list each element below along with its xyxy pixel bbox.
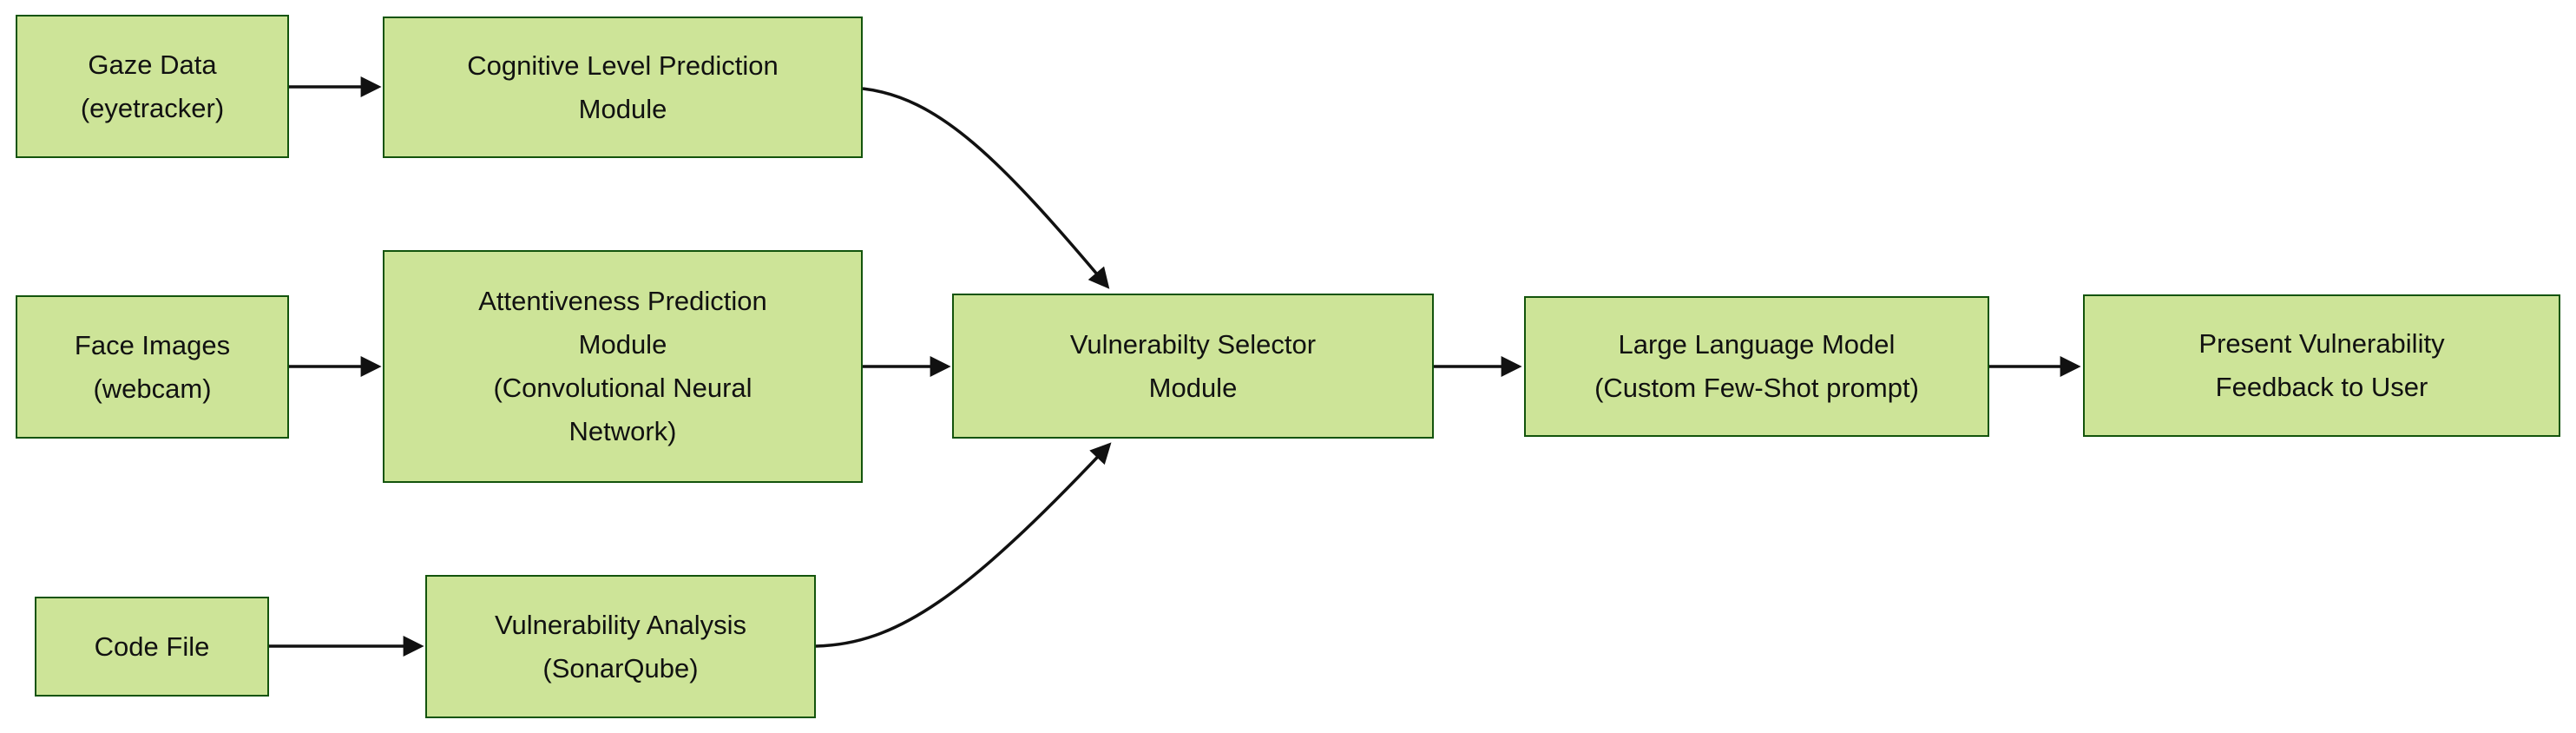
node-cognitive-level-prediction-module: Cognitive Level Prediction Module — [383, 17, 863, 158]
node-large-language-model: Large Language Model (Custom Few-Shot pr… — [1524, 296, 1989, 437]
node-vulnerability-analysis: Vulnerability Analysis (SonarQube) — [425, 575, 816, 718]
node-gaze-data: Gaze Data (eyetracker) — [16, 15, 289, 158]
node-vulnerability-selector-module: Vulnerabilty Selector Module — [952, 294, 1434, 439]
edge-cognitive-to-selector — [862, 87, 1110, 289]
node-attentiveness-prediction-module: Attentiveness Prediction Module (Convolu… — [383, 250, 863, 483]
node-face-images: Face Images (webcam) — [16, 295, 289, 439]
node-present-vulnerability-feedback: Present Vulnerability Feedback to User — [2083, 294, 2560, 437]
node-code-file: Code File — [35, 597, 269, 697]
